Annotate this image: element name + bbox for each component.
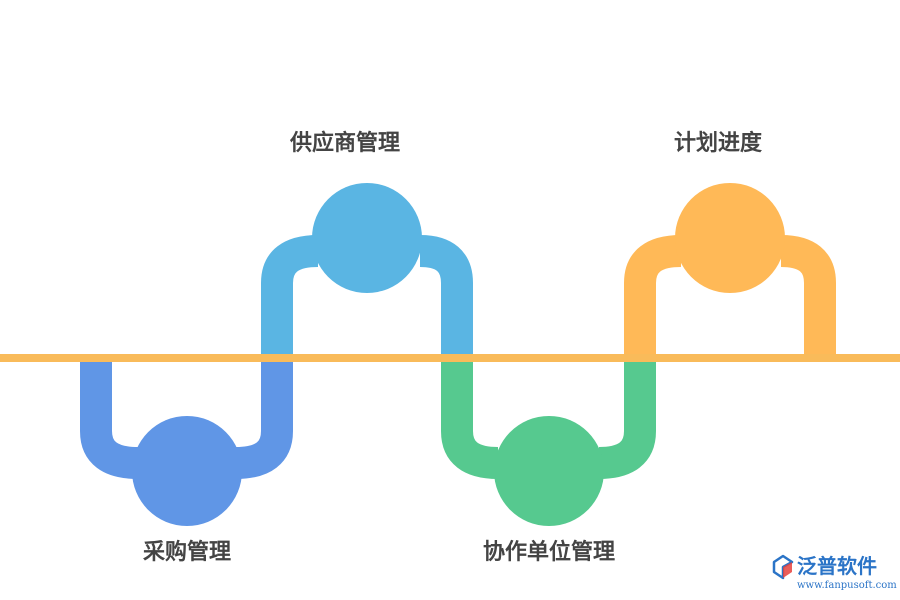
loop-progress — [624, 183, 836, 358]
node-label-supplier: 供应商管理 — [289, 131, 401, 156]
loop-supplier-path — [261, 235, 473, 358]
node-purchase-circle — [132, 416, 242, 526]
loop-supplier — [261, 183, 473, 358]
node-label-partner: 协作单位管理 — [482, 540, 616, 565]
brand-logo-icon — [772, 554, 794, 580]
loop-partner-path — [441, 358, 656, 479]
loop-purchase-path — [80, 358, 293, 479]
brand-url: www.fanpusoft.com — [797, 580, 897, 591]
node-progress-circle — [675, 183, 785, 293]
node-label-purchase: 采购管理 — [142, 540, 232, 565]
node-label-progress: 计划进度 — [673, 131, 763, 156]
loop-purchase — [80, 358, 293, 526]
timeline-line — [0, 354, 900, 362]
node-supplier-circle — [312, 183, 422, 293]
loop-progress-path — [624, 235, 836, 358]
brand-watermark: 泛普软件 www.fanpusoft.com — [770, 552, 897, 596]
loop-partner — [441, 358, 656, 526]
brand-name: 泛普软件 — [797, 554, 877, 578]
node-partner-circle — [494, 416, 604, 526]
